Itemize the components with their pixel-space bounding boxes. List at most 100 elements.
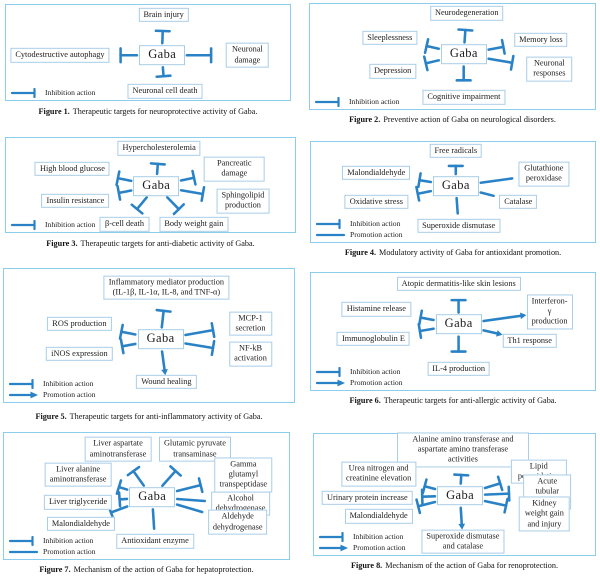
promotion-icon <box>319 544 348 551</box>
node-box: Histamine release <box>341 302 411 317</box>
legend-label: Inhibition action <box>353 532 404 541</box>
gaba-node: Gaba <box>137 329 184 350</box>
caption-text: Therapeutic targets for anti-allergic ac… <box>383 396 557 405</box>
node-box: Alanine amino transferase and aspartate … <box>396 432 529 468</box>
legend-label: Promotion action <box>353 543 406 552</box>
node-box: Glutathione peroxidase <box>518 161 570 187</box>
legend: Inhibition action <box>315 96 399 107</box>
node-box: Hypercholesterolemia <box>117 141 201 156</box>
node-box: Sphingolipid production <box>216 188 270 214</box>
node-box: Neuronal damage <box>226 42 269 68</box>
caption-text: Mechanism of the action of Gaba for reno… <box>385 561 559 570</box>
legend-label: Inhibition action <box>45 220 96 229</box>
node-box: Brain injury <box>138 7 189 22</box>
node-box: Gamma glutamyl transpeptidase <box>214 457 273 493</box>
link-arrows-svg <box>119 29 213 79</box>
inhibition-icon <box>316 218 341 229</box>
figure-caption: Figure 6.Therapeutic targets for anti-al… <box>310 396 596 405</box>
caption-label: Figure 1. <box>38 107 70 116</box>
node-box: Malondialdehyde <box>344 509 413 524</box>
inhibition-icon <box>319 531 344 542</box>
gaba-node: Gaba <box>437 485 484 506</box>
figure-8-renoprotection: Gaba Alanine amino transferase and aspart… <box>313 432 596 570</box>
legend: Inhibition action <box>11 87 95 98</box>
legend-item: Promotion action <box>9 546 96 557</box>
caption-label: Figure 5. <box>35 412 67 421</box>
node-box: Aldehyde dehydrogenase <box>207 510 268 535</box>
node-box: Wound healing <box>136 374 197 390</box>
legend-item: Inhibition action <box>9 378 96 389</box>
node-box: Pancreatic damage <box>203 156 265 182</box>
link-arrows-svg <box>422 28 515 82</box>
figure-caption: Figure 7.Mechanism of the action of Gaba… <box>3 565 290 574</box>
promotion-icon <box>9 550 39 553</box>
node-box: Oxidative stress <box>344 194 408 210</box>
node-box: Free radicals <box>429 143 483 159</box>
caption-label: Figure 2. <box>349 115 381 124</box>
legend-label: Inhibition action <box>43 536 94 545</box>
node-box: Sleeplessness <box>362 30 418 45</box>
node-box: Atopic dermatitis-like skin lesions <box>396 276 521 291</box>
node-box: Interferon-γ production <box>526 294 573 330</box>
figure-caption: Figure 8.Mechanism of the action of Gaba… <box>313 561 596 570</box>
node-box: β-cell death <box>99 217 149 232</box>
link-arrows-svg <box>415 473 511 530</box>
node-box: Cognitive impairment <box>422 90 506 105</box>
gaba-node: Gaba <box>129 487 176 508</box>
figure-caption: Figure 3.Therapeutic targets for anti-di… <box>5 239 296 248</box>
link-arrows-svg <box>115 162 206 216</box>
caption-label: Figure 6. <box>349 396 381 405</box>
figure-caption: Figure 4.Modulatory activity of Gaba for… <box>310 248 596 257</box>
node-box: iNOS expression <box>46 346 113 362</box>
node-box: Body weight gain <box>159 217 229 232</box>
legend-item: Inhibition action <box>315 96 399 107</box>
legend-item: Inhibition action <box>11 219 95 230</box>
caption-label: Figure 8. <box>350 561 383 570</box>
link-arrows-svg <box>417 298 527 353</box>
caption-label: Figure 7. <box>39 565 71 574</box>
promotion-icon <box>316 233 346 236</box>
node-box: Malondialdehyde <box>342 165 411 181</box>
legend-label: Inhibition action <box>45 88 96 97</box>
inhibition-icon <box>11 87 36 98</box>
gaba-node: Gaba <box>440 44 487 65</box>
node-box: Liver alanine aminotransferase <box>44 462 112 487</box>
gaba-node: Gaba <box>432 176 479 196</box>
node-box: Antioxidant enzyme <box>116 534 194 549</box>
node-box: Superoxide dismutase <box>417 218 501 234</box>
node-box: Th1 response <box>502 333 557 349</box>
legend-label: Promotion action <box>43 390 96 399</box>
legend-label: Inhibition action <box>350 367 401 376</box>
inhibition-icon <box>315 96 340 107</box>
figure-panel: Gaba Alanine amino transferase and aspart… <box>313 432 596 556</box>
node-box: Neurodegeneration <box>429 6 504 21</box>
node-box: Memory loss <box>514 32 568 47</box>
node-box: Catalase <box>499 194 538 210</box>
node-box: NF-kB activation <box>228 341 273 367</box>
node-box: Immunoglobulin E <box>337 331 410 346</box>
legend-item: Inhibition action <box>319 531 406 542</box>
promotion-icon <box>9 391 38 398</box>
node-box: Neuronal responses <box>526 56 573 82</box>
legend-item: Inhibition action <box>316 218 403 229</box>
node-box: Liver aspartate aminotransferase <box>84 437 152 462</box>
caption-text: Therapeutic targets for neuroprotective … <box>72 107 258 116</box>
legend-label: Promotion action <box>350 378 403 387</box>
legend-item: Inhibition action <box>11 87 95 98</box>
legend-item: Inhibition action <box>9 535 96 546</box>
node-box: Superoxide dismutase and catalase <box>421 529 505 555</box>
caption-text: Modulatory activity of Gaba for antioxid… <box>379 248 562 257</box>
link-arrows-svg <box>118 308 216 376</box>
